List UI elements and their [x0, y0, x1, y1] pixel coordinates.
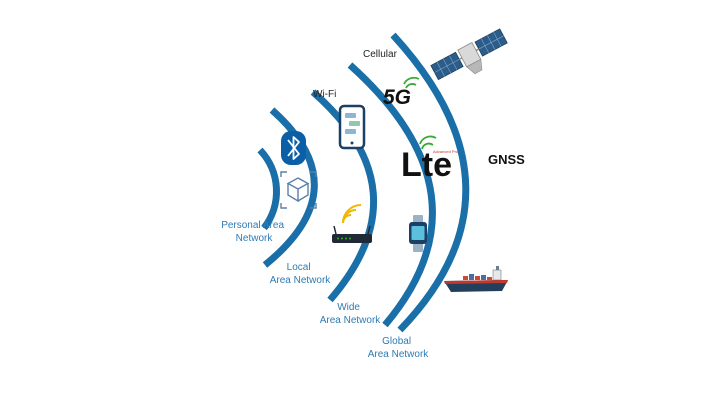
bluetooth-icon: [281, 131, 306, 165]
lte-logo: Lte Advanced Pro: [401, 135, 459, 184]
satellite-icon: [430, 28, 508, 81]
lte-text: Lte: [401, 146, 452, 184]
lan-label-line-1: Local: [287, 262, 311, 273]
wan-label-line-1: Wide: [337, 302, 360, 313]
wan-arc: [310, 89, 378, 303]
five-g-logo: 5G: [383, 76, 420, 109]
gan-label: Global Area Network: [368, 336, 430, 360]
gan-label-line-2: Area Network: [368, 349, 430, 360]
gnss-arc: [390, 32, 470, 333]
cargo-ship-icon: [444, 266, 508, 292]
smartwatch-icon: [409, 215, 427, 252]
gan-arc: [347, 62, 436, 328]
smartphone-icon: [338, 104, 366, 150]
wifi-label: Wi-Fi: [313, 89, 336, 100]
lan-label: Local Area Network: [270, 262, 332, 286]
wan-label-line-2: Area Network: [320, 315, 382, 326]
pan-label-line-1: Personal Area: [221, 220, 284, 231]
cellular-label: Cellular: [363, 49, 398, 60]
lan-label-line-2: Area Network: [270, 275, 332, 286]
wan-label: Wide Area Network: [320, 302, 382, 326]
lte-subtext: Advanced Pro: [433, 149, 459, 154]
cube-scan-icon: [280, 171, 317, 209]
gnss-label: GNSS: [488, 152, 525, 167]
wifi-router-icon: [332, 204, 372, 243]
lan-arc: [262, 107, 318, 268]
gan-label-line-1: Global: [382, 336, 411, 347]
pan-label: Personal Area Network: [221, 220, 287, 244]
pan-label-line-2: Network: [236, 233, 274, 244]
pan-arc: [257, 147, 280, 231]
five-g-text: 5G: [383, 86, 411, 109]
